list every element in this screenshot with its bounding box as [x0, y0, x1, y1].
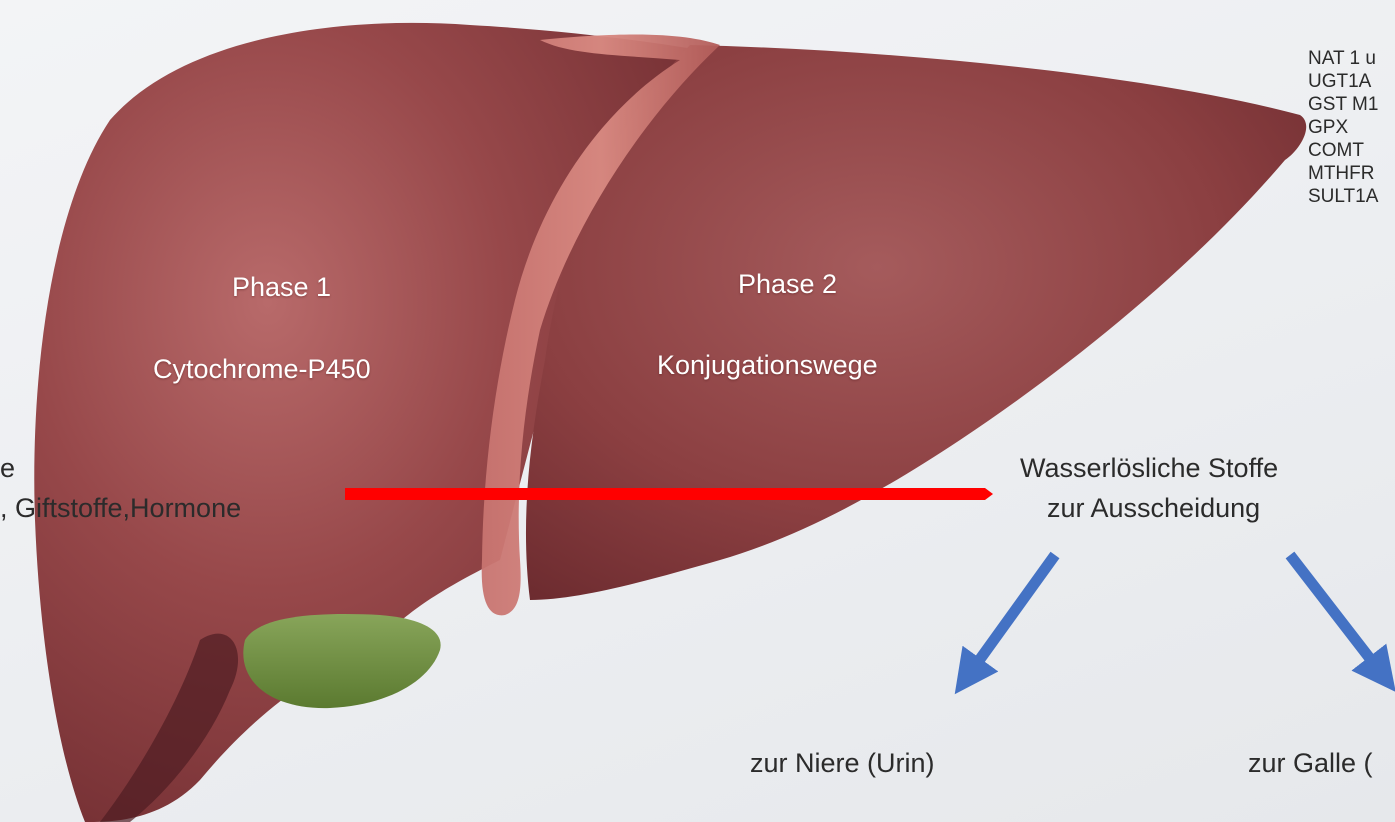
- destination-kidney: zur Niere (Urin): [750, 750, 935, 777]
- enzyme-item: SULT1A: [1308, 185, 1378, 208]
- phase1-title: Phase 1: [232, 274, 331, 301]
- destination-bile: zur Galle (: [1248, 750, 1373, 777]
- input-label-line2: , Giftstoffe,Hormone: [0, 495, 241, 522]
- output-label-line2: zur Ausscheidung: [1047, 495, 1260, 522]
- enzyme-item: GPX: [1308, 116, 1378, 139]
- flow-line-red: [345, 488, 993, 500]
- input-label-line1: e: [0, 455, 15, 482]
- output-label-line1: Wasserlösliche Stoffe: [1020, 455, 1278, 482]
- enzyme-item: NAT 1 u: [1308, 47, 1378, 70]
- gallbladder-shape: [243, 614, 440, 708]
- enzyme-list: NAT 1 u UGT1A GST M1 GPX COMT MTHFR SULT…: [1308, 47, 1378, 208]
- arrow-to-kidney: [965, 555, 1055, 680]
- phase2-title: Phase 2: [738, 271, 837, 298]
- phase2-subtitle: Konjugationswege: [657, 352, 878, 379]
- arrow-to-bile: [1290, 555, 1385, 678]
- enzyme-item: GST M1: [1308, 93, 1378, 116]
- enzyme-item: UGT1A: [1308, 70, 1378, 93]
- enzyme-item: COMT: [1308, 139, 1378, 162]
- phase1-subtitle: Cytochrome-P450: [153, 356, 371, 383]
- enzyme-item: MTHFR: [1308, 162, 1378, 185]
